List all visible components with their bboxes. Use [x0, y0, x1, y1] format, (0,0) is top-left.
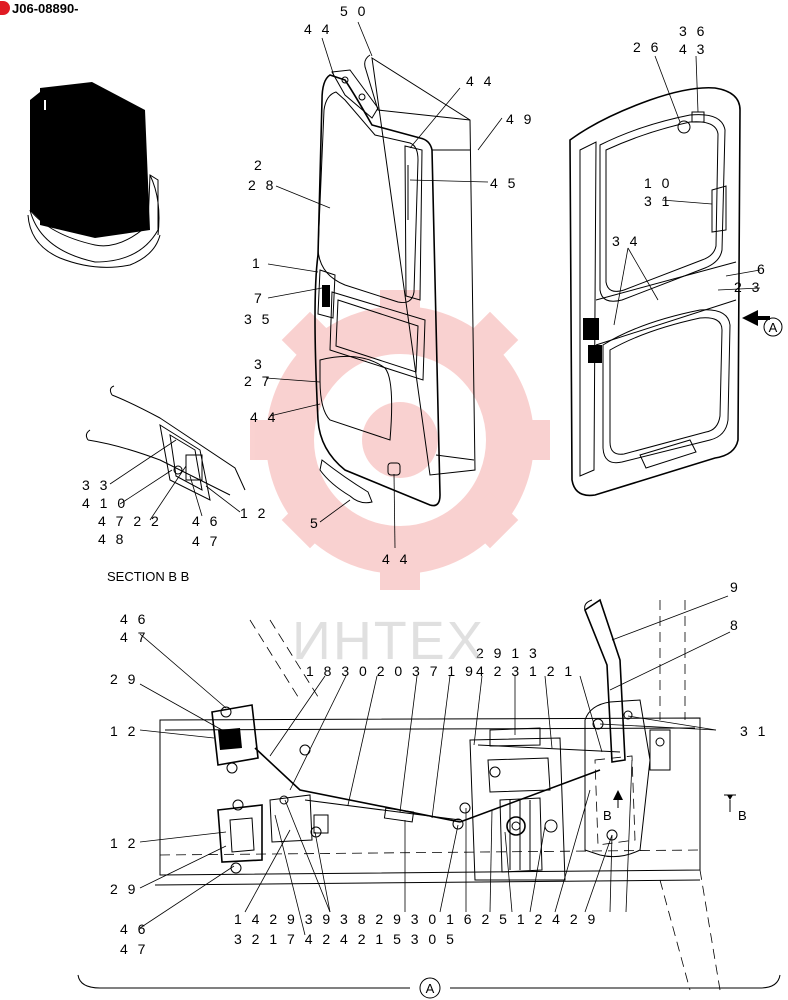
view-marker-label: A: [769, 320, 778, 335]
callout-5: 5: [310, 515, 321, 531]
callout-8: 8: [730, 617, 741, 633]
callout-29: 2 9: [110, 881, 138, 897]
section-marker-label: B: [738, 808, 747, 823]
callout-4-10: 4 1 0: [82, 495, 128, 511]
door-inner-view: A: [569, 86, 783, 497]
watermark-gear-icon: [250, 290, 550, 590]
callout-47: 4 7: [120, 629, 148, 645]
callout-1: 1: [252, 255, 263, 271]
callout-23: 2 3: [734, 279, 762, 295]
callout-7: 7: [254, 290, 265, 306]
section-bb-view: [154, 598, 736, 991]
callouts-door-inner: 2 6 3 6 4 3 1 0 3 1 3 4 6 2 3: [612, 23, 768, 295]
callout-row-top-right-2: 4 2 3 1 2 1: [476, 663, 575, 679]
callout-12: 1 2: [110, 723, 138, 739]
callout-44: 4 4: [382, 551, 410, 567]
callout-9: 9: [730, 579, 741, 595]
callout-6: 6: [757, 261, 768, 277]
serial-number-tag: J06-08890-: [0, 0, 79, 16]
callout-29: 2 9: [110, 671, 138, 687]
callout-44: 4 4: [250, 409, 278, 425]
callout-row-bottom-2: 3 2 1 7 4 2 4 2 1 5 3 0 5: [234, 931, 457, 947]
watermark-text: ИНТЕХ: [292, 611, 485, 671]
callout-row-top: 1 8 3 0 2 0 3 7 1 9: [306, 663, 476, 679]
latch-detail-view: [85, 385, 246, 501]
callout-12: 1 2: [240, 505, 268, 521]
callout-47: 4 7: [192, 533, 220, 549]
callout-26: 2 6: [633, 39, 661, 55]
red-marker-icon: [0, 1, 10, 15]
door-outer-view: [314, 54, 476, 507]
callout-46: 4 6: [192, 513, 220, 529]
leader-lines: [109, 21, 761, 936]
callout-3: 3: [254, 356, 265, 372]
callout-43: 4 3: [679, 41, 707, 57]
callout-27: 2 7: [244, 373, 272, 389]
callout-46: 4 6: [120, 921, 148, 937]
callout-31: 3 1: [740, 723, 768, 739]
callout-44: 4 4: [304, 21, 332, 37]
serial-number: J06-08890-: [12, 0, 79, 16]
view-marker-label: A: [426, 981, 435, 996]
callout-47: 4 7: [120, 941, 148, 957]
callout-36: 3 6: [679, 23, 707, 39]
callout-46: 4 6: [120, 611, 148, 627]
callout-10: 1 0: [644, 175, 672, 191]
callout-2: 2: [254, 157, 265, 173]
callout-31: 3 1: [644, 193, 672, 209]
cab-thumbnail: [27, 82, 161, 268]
callout-12: 1 2: [110, 835, 138, 851]
callout-49: 4 9: [506, 111, 534, 127]
section-marker-label: B: [603, 808, 612, 823]
callout-33: 3 3: [82, 477, 110, 493]
callouts-latch-detail: 3 3 4 1 0 4 7 2 2 4 8 4 6 4 7 1 2: [82, 477, 268, 549]
callout-28: 2 8: [248, 177, 276, 193]
callouts-door-outer: 4 4 5 0 4 4 4 9 4 5 2 2 8 1 7 3 5 3 2 7 …: [244, 3, 534, 567]
callout-34: 3 4: [612, 233, 640, 249]
callout-45: 4 5: [490, 175, 518, 191]
callout-35: 3 5: [244, 311, 272, 327]
callout-row-top-right: 2 9 1 3: [476, 645, 540, 661]
section-title: SECTION B B: [107, 569, 190, 584]
callout-row-bottom: 1 4 2 9 3 9 3 8 2 9 3 0 1 6 2 5 1 2 4 2 …: [234, 911, 598, 927]
view-a-bracket: A: [77, 974, 781, 999]
callouts-section-bb: 4 6 4 7 2 9 1 2 1 2 2 9 4 6 4 7 1 8 3 0 …: [110, 579, 768, 957]
callout-47-22: 4 7 2 2: [98, 513, 162, 529]
callout-48: 4 8: [98, 531, 126, 547]
callout-50: 5 0: [340, 3, 368, 19]
callout-44: 4 4: [466, 73, 494, 89]
